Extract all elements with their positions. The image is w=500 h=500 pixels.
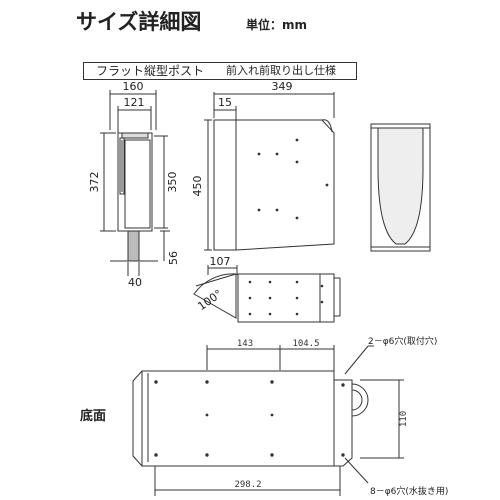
dim-front-leg-height: 56 [167,251,180,265]
bottom-view-label: 底面 [80,408,106,424]
dim-bottom-total-width: 298.2 [234,480,261,490]
front-view [100,90,170,276]
dim-front-width-outer: 160 [123,80,144,93]
dim-front-leg-width: 40 [128,276,142,289]
dim-bottom-height: 110 [399,411,409,427]
bottom-view [132,345,404,496]
side-view [204,92,335,251]
unit-label: 単位：mm [246,18,308,32]
door-detail [193,265,341,323]
door-detail-holes [248,280,324,316]
product-label-box: フラット縦型ポスト 前入れ前取り出し仕様 [83,62,357,80]
product-description: 前入れ前取り出し仕様 [226,64,336,77]
page-title: サイズ詳細図 [76,10,202,34]
right-view [370,123,431,252]
dim-side-height: 450 [191,176,204,197]
side-view-holes [257,138,329,220]
dim-bottom-left-span: 143 [237,339,253,349]
dim-front-width-inner: 121 [124,96,145,109]
drain-hole-note: 8－φ6穴(水抜き用) [370,485,448,497]
bottom-view-holes [154,380,345,457]
dim-side-top-offset: 15 [218,96,232,109]
product-name: フラット縦型ポスト [96,64,205,78]
dim-front-height-total: 372 [88,172,101,193]
dim-bottom-right-span: 104.5 [292,339,319,349]
mount-hole-note: 2－φ6穴(取付穴) [368,335,437,347]
dim-door-length: 107 [210,255,231,268]
dim-front-height-body: 350 [166,172,179,193]
dim-side-depth: 349 [272,80,293,93]
